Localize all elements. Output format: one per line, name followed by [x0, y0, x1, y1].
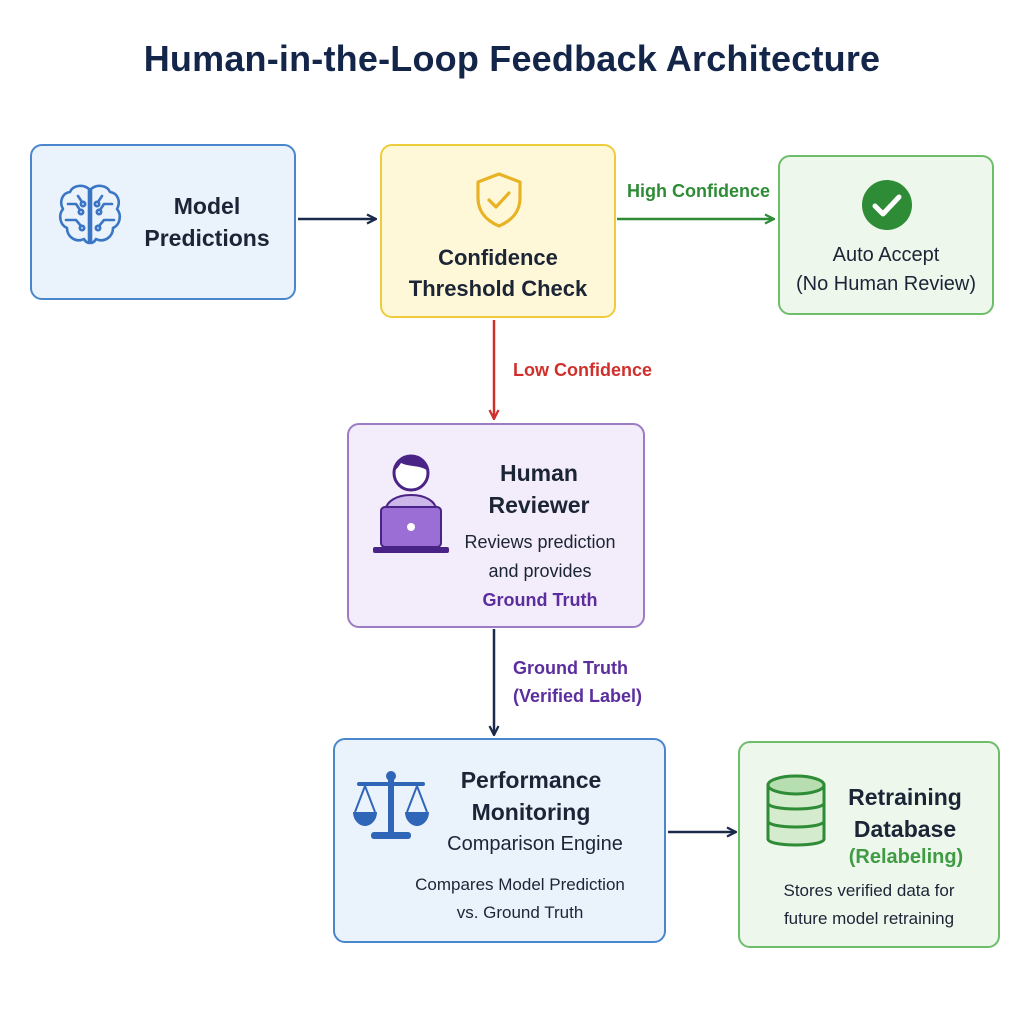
model-predictions-title-line2: Predictions	[144, 225, 270, 251]
node-threshold-check: Confidence Threshold Check	[380, 144, 616, 318]
human-reviewer-desc-line1: Reviews prediction	[464, 532, 616, 552]
node-auto-accept: Auto Accept (No Human Review)	[778, 155, 994, 315]
node-model-predictions: Model Predictions	[30, 144, 296, 300]
threshold-check-title-line2: Threshold Check	[408, 276, 588, 301]
auto-accept-title: Auto Accept	[832, 244, 940, 266]
person-laptop-icon	[371, 449, 451, 560]
node-retraining-database: Retraining Database (Relabeling) Stores …	[738, 741, 1000, 948]
diagram-title: Human-in-the-Loop Feedback Architecture	[143, 38, 881, 79]
balance-scale-icon	[351, 768, 431, 849]
human-reviewer-desc-line2: and provides	[488, 561, 592, 581]
performance-monitoring-title-line2: Monitoring	[471, 799, 591, 825]
performance-monitoring-title-line1: Performance	[460, 767, 602, 793]
database-icon	[764, 773, 828, 856]
edge-label-low-confidence: Low Confidence	[513, 360, 652, 380]
retraining-database-title-line1: Retraining	[848, 784, 962, 810]
shield-check-icon	[472, 170, 526, 235]
retraining-database-relabeling: (Relabeling)	[848, 846, 964, 868]
human-reviewer-title-line1: Human	[500, 460, 578, 486]
performance-monitoring-desc-line1: Compares Model Prediction	[415, 875, 625, 894]
edge-label-high-confidence: High Confidence	[627, 181, 770, 201]
edge-label-verified-label: (Verified Label)	[513, 686, 643, 706]
human-reviewer-ground-truth: Ground Truth	[482, 590, 598, 610]
threshold-check-title-line1: Confidence	[438, 245, 558, 270]
node-human-reviewer: Human Reviewer Reviews prediction and pr…	[347, 423, 645, 628]
auto-accept-subtitle: (No Human Review)	[795, 273, 977, 295]
check-circle-icon	[861, 179, 913, 236]
retraining-database-title-line2: Database	[853, 816, 957, 842]
retraining-database-desc-line2: future model retraining	[783, 909, 955, 928]
performance-monitoring-subtitle: Comparison Engine	[447, 833, 623, 855]
performance-monitoring-desc-line2: vs. Ground Truth	[456, 903, 584, 922]
edge-label-ground-truth: Ground Truth	[513, 658, 628, 678]
model-predictions-title-line1: Model	[173, 193, 241, 219]
brain-icon	[54, 180, 126, 257]
human-reviewer-title-line2: Reviewer	[488, 492, 590, 518]
retraining-database-desc-line1: Stores verified data for	[783, 881, 955, 900]
node-performance-monitoring: Performance Monitoring Comparison Engine…	[333, 738, 666, 943]
